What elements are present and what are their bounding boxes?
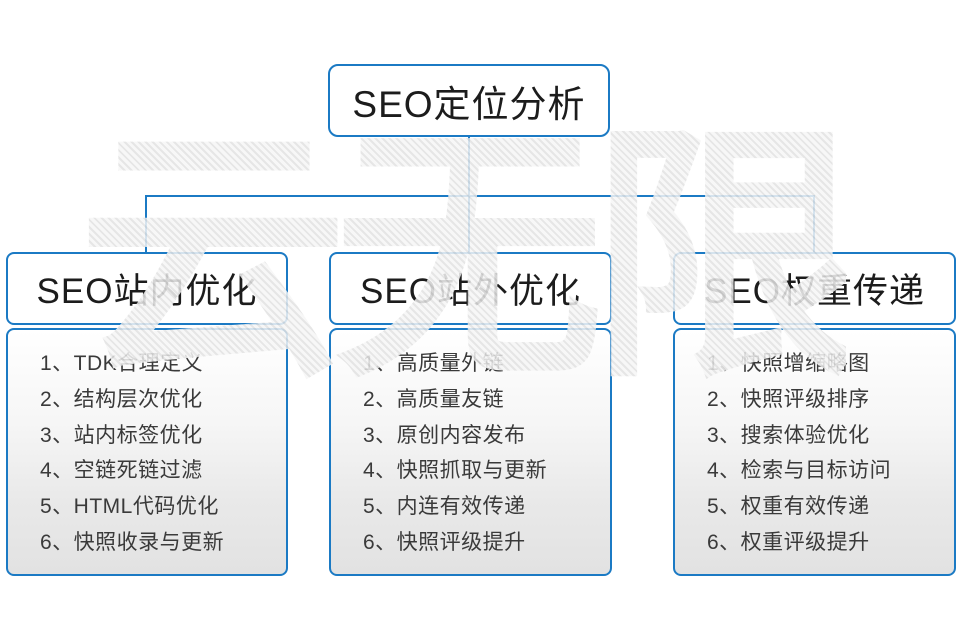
column-header: SEO站外优化 bbox=[329, 252, 612, 325]
column-item-panel: 1、高质量外链 2、高质量友链 3、原创内容发布 4、快照抓取与更新 5、内连有… bbox=[329, 328, 612, 576]
list-item: 1、TDK合理定义 bbox=[40, 352, 204, 375]
list-item: 3、原创内容发布 bbox=[363, 423, 526, 447]
list-item: 3、站内标签优化 bbox=[40, 423, 203, 447]
list-item: 6、权重评级提升 bbox=[707, 530, 870, 554]
column-item-panel: 1、TDK合理定义 2、结构层次优化 3、站内标签优化 4、空链死链过滤 5、H… bbox=[6, 328, 288, 576]
column-onsite-optimization: SEO站内优化 1、TDK合理定义 2、结构层次优化 3、站内标签优化 4、空链… bbox=[6, 252, 288, 576]
list-item: 2、高质量友链 bbox=[363, 387, 505, 411]
list-item: 4、空链死链过滤 bbox=[40, 459, 203, 483]
column-item-panel: 1、快照增缩略图 2、快照评级排序 3、搜索体验优化 4、检索与目标访问 5、权… bbox=[673, 328, 956, 576]
column-title: SEO站外优化 bbox=[360, 272, 581, 311]
list-item: 2、结构层次优化 bbox=[40, 387, 203, 411]
list-item: 5、权重有效传递 bbox=[707, 495, 870, 519]
list-item: 4、检索与目标访问 bbox=[707, 459, 892, 483]
connector-vertical-right bbox=[813, 195, 815, 253]
column-offsite-optimization: SEO站外优化 1、高质量外链 2、高质量友链 3、原创内容发布 4、快照抓取与… bbox=[329, 252, 612, 576]
list-item: 5、HTML代码优化 bbox=[40, 495, 219, 519]
column-header: SEO权重传递 bbox=[673, 252, 956, 325]
column-title: SEO站内优化 bbox=[36, 272, 258, 311]
list-item: 6、快照收录与更新 bbox=[40, 530, 225, 554]
root-node: SEO定位分析 bbox=[328, 64, 610, 137]
list-item: 3、搜索体验优化 bbox=[707, 423, 870, 447]
connector-vertical-left bbox=[145, 195, 147, 253]
connector-horizontal bbox=[145, 195, 815, 197]
list-item: 5、内连有效传递 bbox=[363, 495, 526, 519]
column-weight-transfer: SEO权重传递 1、快照增缩略图 2、快照评级排序 3、搜索体验优化 4、检索与… bbox=[673, 252, 956, 576]
list-item: 1、快照增缩略图 bbox=[707, 352, 870, 375]
root-node-label: SEO定位分析 bbox=[352, 83, 586, 125]
list-item: 2、快照评级排序 bbox=[707, 387, 870, 411]
column-header: SEO站内优化 bbox=[6, 252, 288, 325]
list-item: 6、快照评级提升 bbox=[363, 530, 526, 554]
column-title: SEO权重传递 bbox=[704, 272, 925, 311]
list-item: 1、高质量外链 bbox=[363, 352, 505, 375]
list-item: 4、快照抓取与更新 bbox=[363, 459, 548, 483]
